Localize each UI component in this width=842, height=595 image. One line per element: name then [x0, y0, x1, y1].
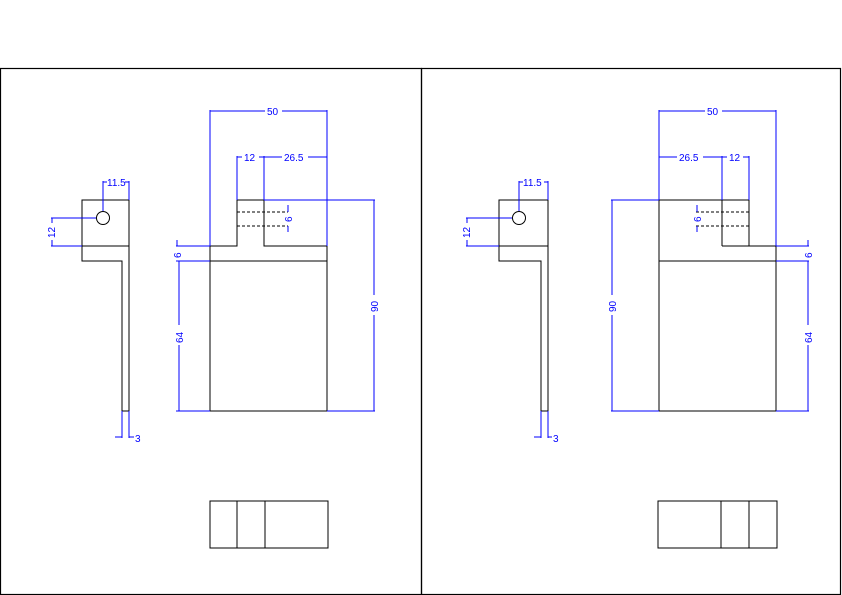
mounting-hole [512, 211, 526, 225]
dim-hole-width: 11.5 [523, 178, 542, 189]
dim-hole-width: 11.5 [107, 178, 126, 189]
side-view-outline [81, 199, 130, 412]
mounting-hole [96, 211, 110, 225]
dim-hole-height: 12 [47, 226, 58, 238]
dim-slot-width: 26.5 [284, 153, 304, 164]
dim-slot-width: 26.5 [679, 153, 699, 164]
dim-flange-height: 6 [173, 252, 184, 258]
top-view-outline [657, 500, 778, 549]
left-top-view [209, 500, 329, 549]
dim-tab-width: 12 [244, 153, 256, 164]
side-view-outline [498, 199, 549, 412]
dim-hole-height: 12 [462, 226, 473, 238]
dim-tab-width: 12 [729, 153, 741, 164]
left-sheet: 11.5 12 3 50 [47, 107, 381, 549]
dim-overall-height: 90 [608, 300, 619, 312]
right-top-view [657, 500, 778, 549]
left-front-view: 50 12 26.5 6 6 64 [173, 107, 381, 412]
dim-thickness: 3 [553, 434, 559, 445]
dim-overall-height: 90 [370, 300, 381, 312]
front-view-outline [209, 199, 328, 412]
right-sheet: 11.5 12 3 50 [462, 107, 815, 549]
right-front-view: 50 26.5 12 6 6 64 90 [608, 107, 815, 412]
left-side-view: 11.5 12 3 [47, 178, 141, 445]
dim-body-height: 64 [804, 331, 815, 343]
dim-body-height: 64 [175, 331, 186, 343]
dim-flange-height: 6 [804, 252, 815, 258]
right-sheet-frame [420, 67, 842, 595]
front-view-outline [658, 199, 777, 412]
dim-slot-depth: 6 [284, 216, 295, 222]
right-side-view: 11.5 12 3 [462, 178, 559, 445]
dim-slot-depth: 6 [693, 216, 704, 222]
top-view-outline [209, 500, 329, 549]
dim-overall-width: 50 [707, 107, 719, 118]
dim-thickness: 3 [135, 434, 141, 445]
left-sheet-frame [0, 67, 423, 595]
dim-overall-width: 50 [267, 107, 279, 118]
